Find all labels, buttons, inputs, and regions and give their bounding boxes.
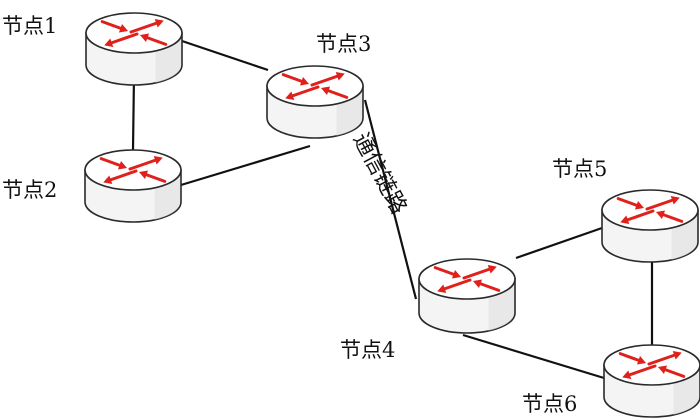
- node-5-label: 节点5: [552, 157, 608, 181]
- node-6-label: 节点6: [522, 392, 578, 416]
- router-icon-node-6: [603, 344, 700, 418]
- router-icon-node-1: [85, 12, 183, 86]
- router-arrows-icon: [618, 350, 686, 380]
- node-4-label: 节点4: [340, 338, 396, 362]
- router-arrows-icon: [433, 264, 501, 294]
- node-3-label: 节点3: [316, 32, 372, 56]
- link-1-2: [131, 74, 136, 151]
- router-icon-node-5: [601, 189, 699, 263]
- node-2-label: 节点2: [2, 178, 58, 202]
- link-2-3: [180, 144, 311, 187]
- router-arrows-icon: [281, 71, 349, 101]
- router-icon-node-2: [84, 149, 182, 223]
- router-icon-node-4: [418, 258, 516, 334]
- links-layer: [131, 39, 654, 380]
- link-4-5: [515, 226, 603, 260]
- node-1-label: 节点1: [2, 14, 58, 38]
- link-4-6: [462, 333, 605, 380]
- link-3-4: [363, 99, 418, 300]
- router-arrows-icon: [616, 195, 684, 225]
- routers-layer: [84, 12, 700, 418]
- router-arrows-icon: [99, 155, 167, 185]
- router-arrows-icon: [100, 18, 168, 48]
- link-1-3: [181, 39, 269, 72]
- router-icon-node-3: [266, 65, 364, 139]
